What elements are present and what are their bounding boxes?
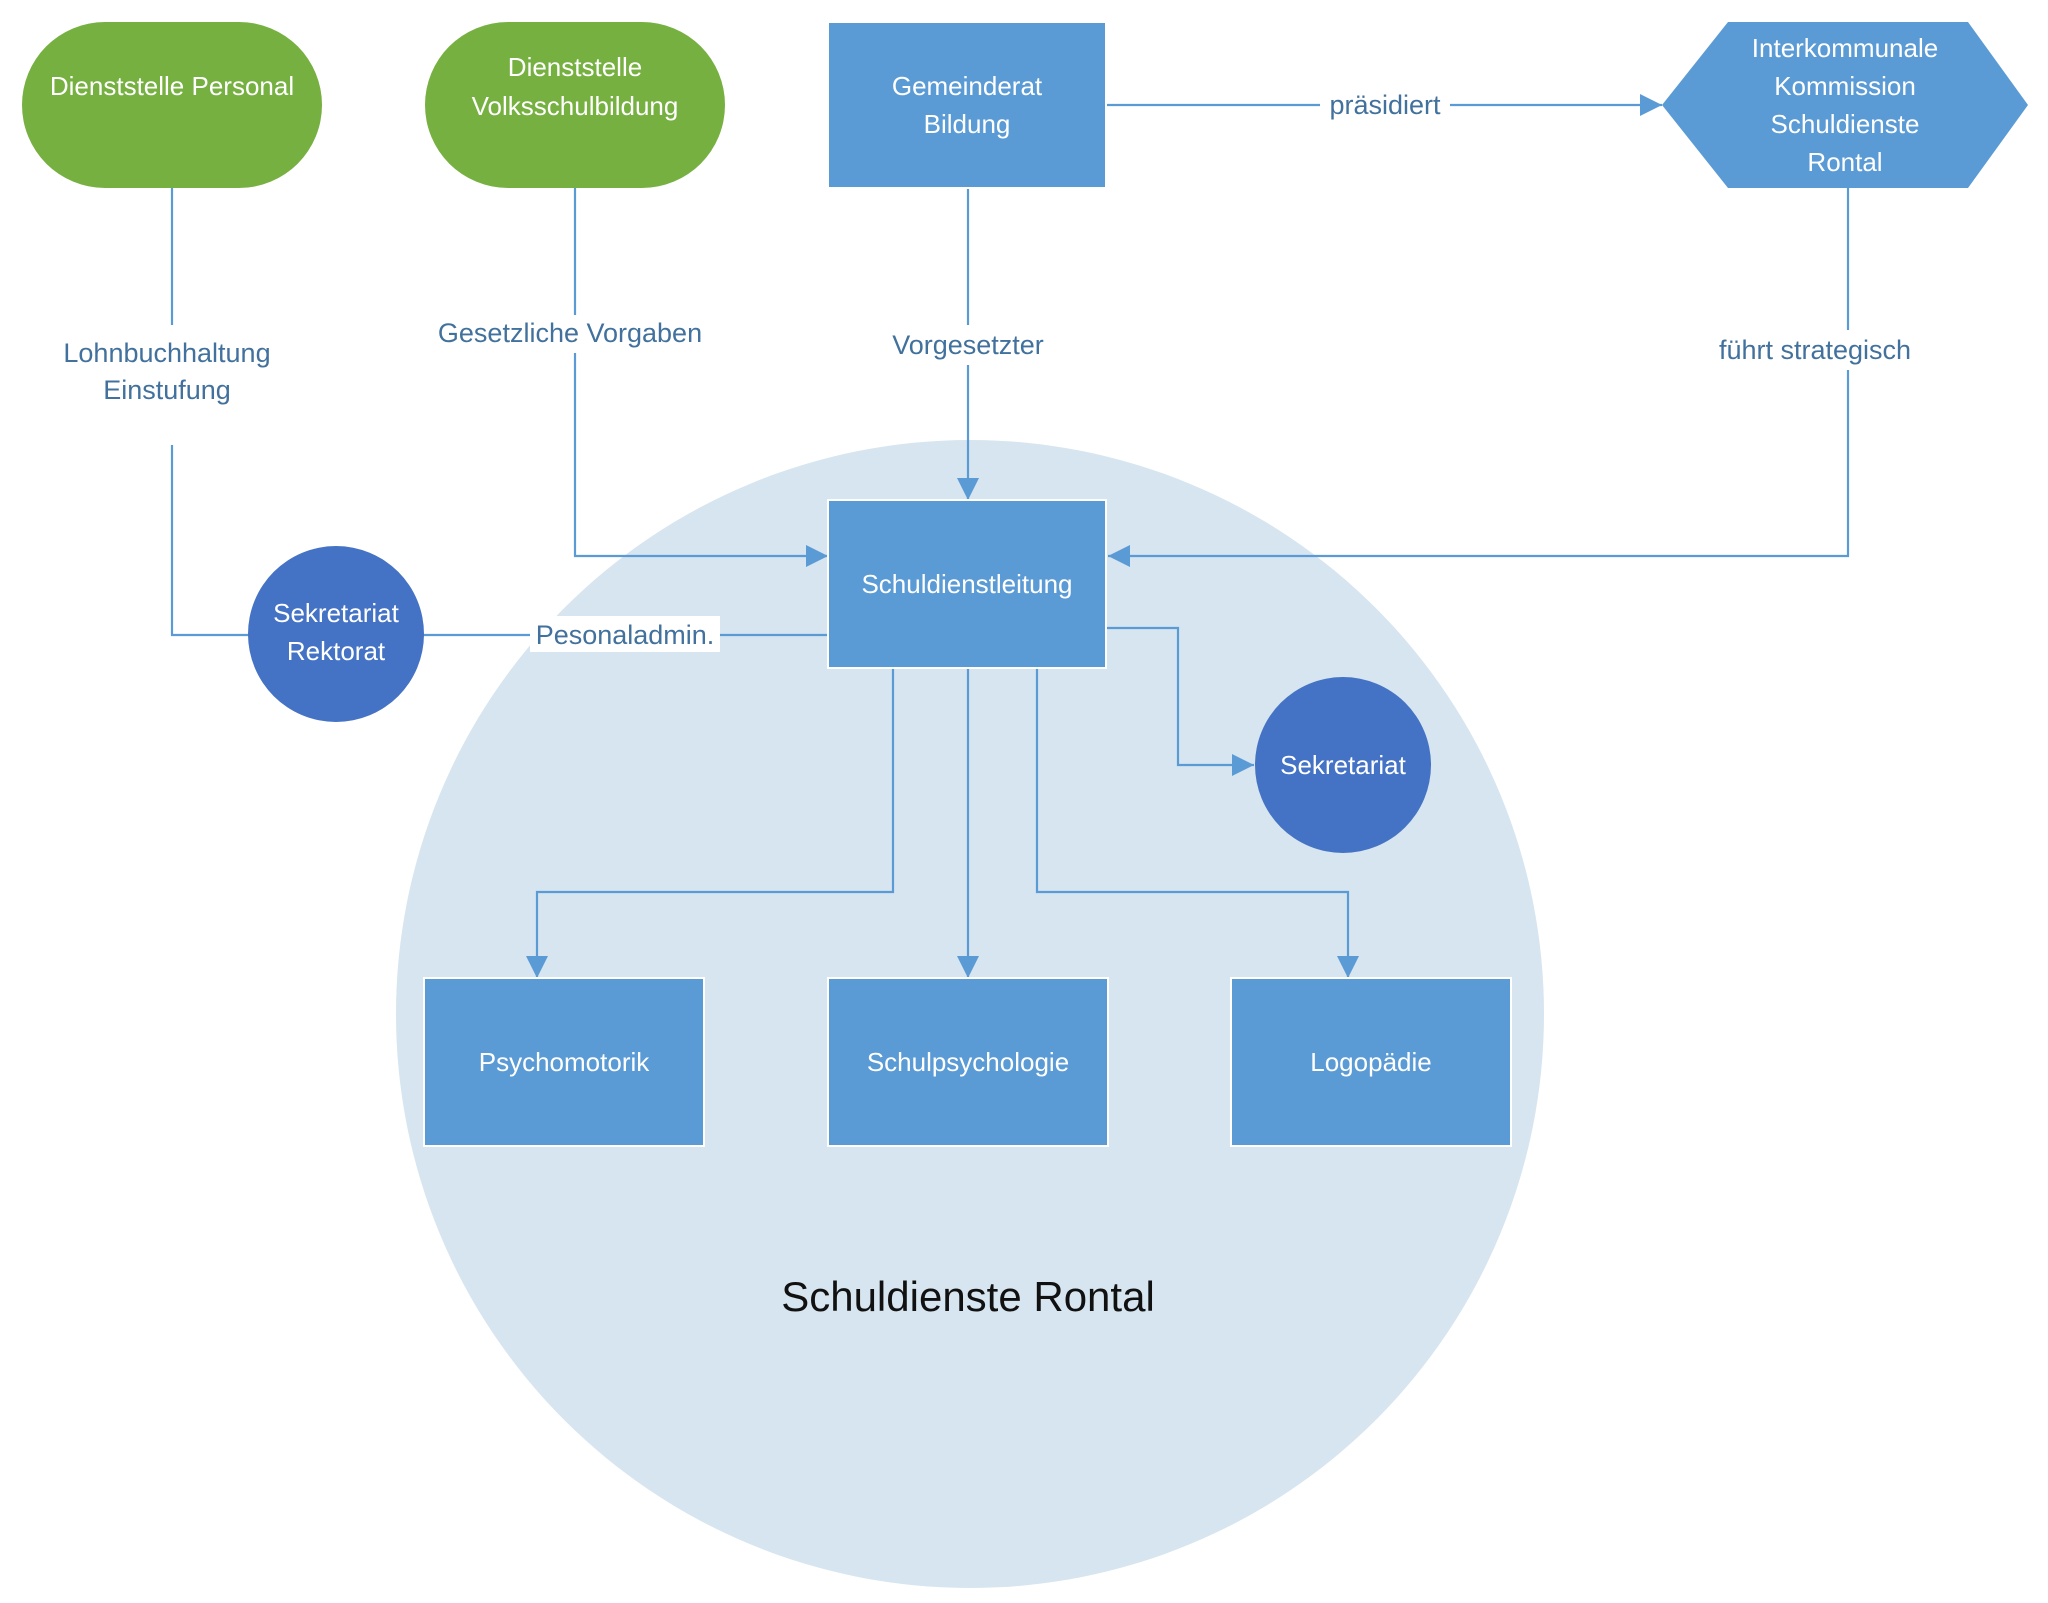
label-praesidiert: präsidiert [1329, 90, 1441, 120]
label-fuehrt-strategisch: führt strategisch [1719, 335, 1911, 365]
label-lohnbuchhaltung-line2: Einstufung [103, 375, 231, 405]
label-lohnbuchhaltung-line1: Lohnbuchhaltung [63, 338, 270, 368]
node-psychomotorik: Psychomotorik [423, 977, 705, 1147]
node-interkommunale-kommission: Interkommunale Kommission Schuldienste R… [1662, 22, 2028, 188]
edge-logopaedie [1035, 668, 1359, 978]
node-label-line2: Bildung [924, 109, 1011, 139]
node-label: Psychomotorik [479, 1047, 650, 1077]
node-label: Schuldienstleitung [861, 569, 1072, 599]
edge-fuehrt-strategisch-bottom [1108, 370, 1850, 567]
label-bg-praesidiert [1320, 86, 1450, 122]
edge-labels: präsidiert Lohnbuchhaltung Einstufung Ge… [63, 86, 1911, 652]
node-label-line1: Sekretariat [273, 598, 399, 628]
node-label: Dienststelle Personal [50, 71, 294, 101]
node-label: Sekretariat [1280, 750, 1406, 780]
node-schuldienstleitung: Schuldienstleitung [827, 499, 1107, 669]
label-vorgesetzter: Vorgesetzter [892, 330, 1044, 360]
node-label: Logopädie [1310, 1047, 1431, 1077]
node-dienststelle-personal: Dienststelle Personal [22, 22, 322, 188]
node-dienststelle-volksschulbildung: Dienststelle Volksschulbildung [425, 22, 725, 188]
node-label-line2: Kommission [1774, 71, 1916, 101]
node-label: Schulpsychologie [867, 1047, 1069, 1077]
node-schulpsychologie: Schulpsychologie [827, 977, 1109, 1147]
group-label: Schuldienste Rontal [781, 1273, 1155, 1320]
edge-sekretariat [1106, 626, 1254, 776]
edge-lohnbuchhaltung-bottom [170, 445, 250, 637]
label-personaladmin: Pesonaladmin. [536, 620, 715, 650]
node-label-line3: Schuldienste [1771, 109, 1920, 139]
label-gesetzliche-vorgaben: Gesetzliche Vorgaben [438, 318, 702, 348]
node-label-line1: Interkommunale [1752, 33, 1938, 63]
label-bg-personaladmin [530, 616, 720, 652]
node-gemeinderat-bildung: Gemeinderat Bildung [827, 21, 1107, 189]
node-label-line1: Gemeinderat [892, 71, 1043, 101]
node-logopaedie: Logopädie [1230, 977, 1512, 1147]
edge-psychomotorik [526, 668, 895, 978]
node-label-line2: Volksschulbildung [472, 91, 679, 121]
node-sekretariat: Sekretariat [1255, 677, 1431, 853]
node-label-line2: Rektorat [287, 636, 386, 666]
edge-gesetzliche-vorgaben-bottom [573, 353, 828, 567]
node-label-line1: Dienststelle [508, 52, 642, 82]
node-label-line4: Rontal [1807, 147, 1882, 177]
node-sekretariat-rektorat: Sekretariat Rektorat [248, 546, 424, 722]
